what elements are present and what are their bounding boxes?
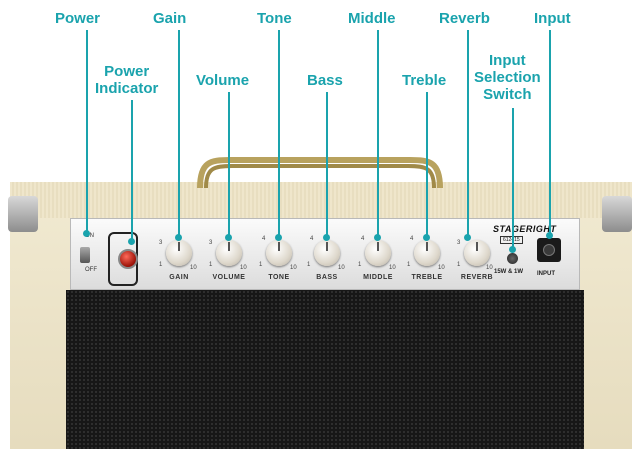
leader-dot-input — [546, 232, 553, 239]
callout-bass: Bass — [307, 72, 343, 89]
amp-top-tolex — [10, 182, 632, 218]
bass-knob-label: BASS — [316, 274, 338, 281]
tick-4: 4 — [410, 236, 414, 242]
tick-10: 10 — [486, 265, 493, 271]
callout-power-indicator-line2: Indicator — [95, 80, 159, 97]
gain-knob[interactable] — [166, 240, 192, 266]
leader-line-input-selection — [512, 108, 514, 248]
tick-3: 3 — [457, 240, 461, 246]
tick-1: 1 — [159, 262, 163, 268]
tick-10: 10 — [240, 265, 247, 271]
callout-tone: Tone — [257, 10, 292, 27]
middle-knob-label: MIDDLE — [363, 274, 393, 281]
input-jack[interactable] — [537, 238, 561, 262]
leader-line-power-indicator — [131, 100, 133, 240]
leader-dot-input-selection — [509, 246, 516, 253]
callout-input: Input — [534, 10, 571, 27]
bass-knob[interactable] — [314, 240, 340, 266]
model-badge: 612415 — [500, 236, 523, 244]
middle-knob[interactable] — [365, 240, 391, 266]
volume-knob-label: VOLUME — [212, 274, 246, 281]
leader-line-middle — [377, 30, 379, 236]
tick-3: 3 — [159, 240, 163, 246]
gain-knob-label: GAIN — [169, 274, 189, 281]
brand-logo: STAGERIGHT — [493, 224, 557, 234]
tick-10: 10 — [290, 265, 297, 271]
leader-line-tone — [278, 30, 280, 236]
leader-line-reverb — [467, 30, 469, 236]
callout-reverb: Reverb — [439, 10, 490, 27]
callout-power-indicator-line1: Power — [104, 63, 150, 80]
input-selection-switch[interactable] — [507, 253, 518, 264]
tick-4: 4 — [262, 236, 266, 242]
tick-3: 3 — [209, 240, 213, 246]
callout-input-sel-line3: Switch — [483, 86, 532, 103]
tone-knob-label: TONE — [268, 274, 290, 281]
tick-10: 10 — [389, 265, 396, 271]
callout-power: Power — [55, 10, 101, 27]
tick-4: 4 — [361, 236, 365, 242]
power-indicator-light — [118, 249, 138, 269]
tick-1: 1 — [209, 262, 213, 268]
selector-wattage-label: 15W & 1W — [494, 269, 524, 275]
leader-dot-gain — [175, 234, 182, 241]
leader-dot-volume — [225, 234, 232, 241]
callout-gain: Gain — [153, 10, 187, 27]
tick-10: 10 — [190, 265, 197, 271]
leader-line-gain — [178, 30, 180, 236]
tick-4: 4 — [310, 236, 314, 242]
leader-line-treble — [426, 92, 428, 236]
speaker-grille — [66, 290, 584, 449]
tick-1: 1 — [407, 262, 411, 268]
corner-protector-right — [602, 196, 632, 232]
tick-1: 1 — [307, 262, 311, 268]
treble-knob-label: TREBLE — [411, 274, 443, 281]
reverb-knob-label: REVERB — [460, 274, 494, 281]
carry-handle — [197, 157, 443, 189]
callout-power-indicator: Power Indicator — [95, 63, 158, 97]
tone-knob[interactable] — [266, 240, 292, 266]
leader-dot-bass — [323, 234, 330, 241]
volume-knob[interactable] — [216, 240, 242, 266]
callout-treble: Treble — [402, 72, 447, 89]
callout-middle: Middle — [348, 10, 396, 27]
tick-1: 1 — [358, 262, 362, 268]
leader-line-bass — [326, 92, 328, 236]
switch-off-label: OFF — [85, 267, 97, 273]
tick-10: 10 — [438, 265, 445, 271]
callout-input-selection-switch: Input Selection Switch — [474, 52, 541, 103]
callout-volume: Volume — [196, 72, 250, 89]
input-jack-label: INPUT — [537, 271, 555, 277]
leader-dot-power-indicator — [128, 238, 135, 245]
leader-line-volume — [228, 92, 230, 236]
callout-input-sel-line2: Selection — [474, 69, 541, 86]
treble-knob[interactable] — [414, 240, 440, 266]
tick-10: 10 — [338, 265, 345, 271]
tick-1: 1 — [259, 262, 263, 268]
power-toggle-switch[interactable] — [80, 247, 90, 263]
leader-dot-reverb — [464, 234, 471, 241]
leader-dot-tone — [275, 234, 282, 241]
leader-dot-power — [83, 230, 90, 237]
corner-protector-left — [8, 196, 38, 232]
leader-dot-treble — [423, 234, 430, 241]
leader-dot-middle — [374, 234, 381, 241]
reverb-knob[interactable] — [464, 240, 490, 266]
leader-line-input — [549, 30, 551, 234]
switch-on-label: ON — [85, 233, 94, 239]
tick-1: 1 — [457, 262, 461, 268]
callout-input-sel-line1: Input — [489, 52, 526, 69]
leader-line-power — [86, 30, 88, 232]
